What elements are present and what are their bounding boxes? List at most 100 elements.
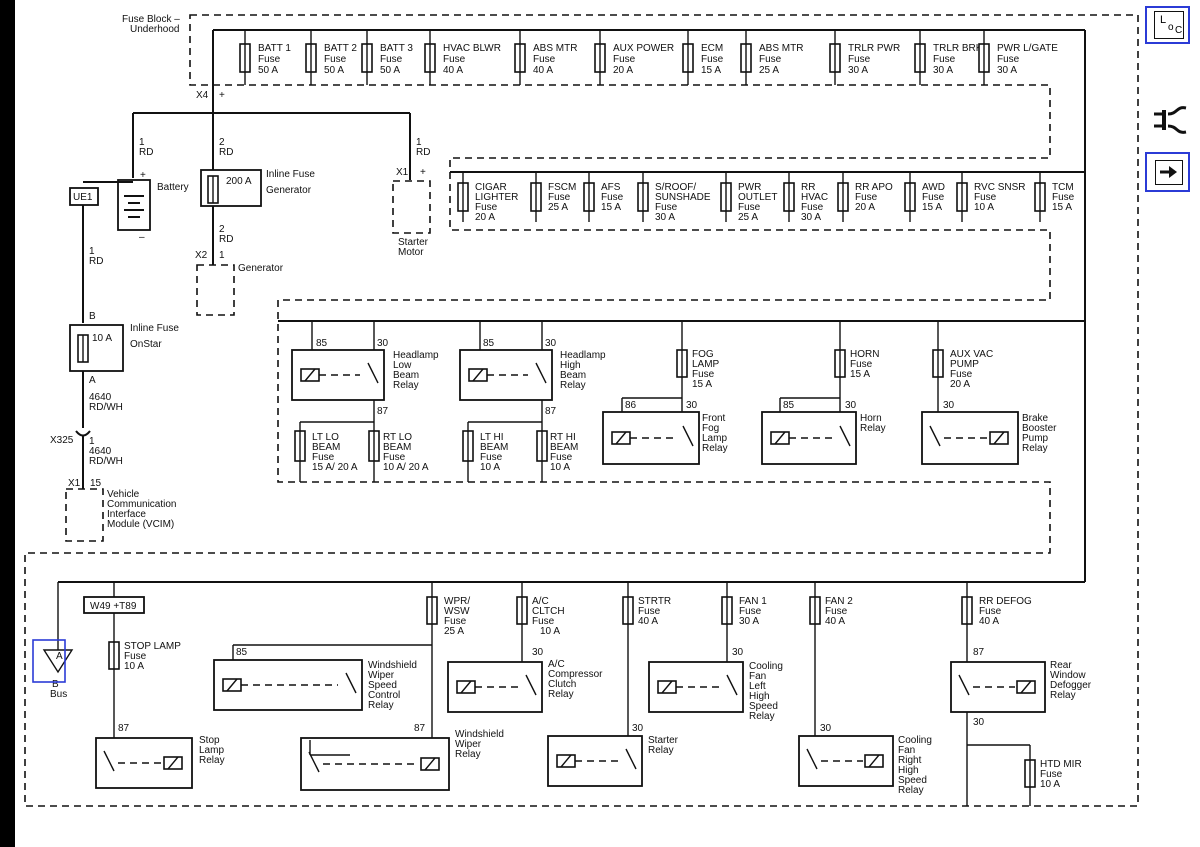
pin-87: 87 bbox=[377, 406, 389, 417]
fuse-type: Fuse bbox=[533, 54, 556, 65]
horn-relay[interactable] bbox=[761, 411, 857, 465]
fuse-type: Fuse bbox=[848, 54, 871, 65]
wiper-relay-label: Wiper bbox=[455, 739, 482, 750]
windshield-wiper-speed-control-relay[interactable] bbox=[213, 659, 363, 711]
fuse-name: HVAC BLWR bbox=[443, 43, 501, 54]
w49-connector: W49 +T89 bbox=[90, 601, 137, 612]
rt-hi-fuse: BEAM bbox=[550, 442, 578, 453]
vcim-label: Vehicle bbox=[107, 489, 140, 500]
fan-1-fuse: FAN 1 bbox=[739, 596, 767, 607]
pin-30: 30 bbox=[820, 723, 832, 734]
fan-1-relay-label: High bbox=[749, 691, 770, 702]
x4-plus: + bbox=[219, 90, 225, 101]
wpr-wsw-fuse: Fuse bbox=[444, 616, 467, 627]
starter-wire: RD bbox=[416, 147, 430, 158]
lt-hi-rating: 10 A bbox=[480, 462, 500, 473]
fuse-rating: 25 A bbox=[738, 212, 758, 223]
stop-lamp-relay-label: Lamp bbox=[199, 745, 224, 756]
front-fog-lamp-relay[interactable] bbox=[602, 411, 700, 465]
windshield-wiper-relay[interactable] bbox=[300, 737, 450, 791]
onstar-wire: 1 bbox=[89, 246, 95, 257]
ac-compressor-clutch-relay[interactable] bbox=[447, 661, 543, 713]
main-bus bbox=[58, 29, 1086, 583]
fuse-rating: 15 A bbox=[601, 202, 621, 213]
pin-30: 30 bbox=[686, 400, 698, 411]
pin-87: 87 bbox=[545, 406, 557, 417]
fan-1-relay-label: Speed bbox=[749, 701, 778, 712]
wire-4640-b: RD/WH bbox=[89, 456, 123, 467]
battery-plus: + bbox=[140, 170, 146, 181]
cooling-fan-right-high-speed-relay[interactable] bbox=[798, 735, 894, 787]
connector-tool-icon bbox=[1154, 106, 1187, 134]
fan-2-fuse: FAN 2 bbox=[825, 596, 853, 607]
left-black-margin bbox=[0, 0, 15, 847]
fuse-type: Fuse bbox=[475, 202, 498, 213]
starter-wire: 1 bbox=[416, 137, 422, 148]
aux-vac-fuse: AUX VAC bbox=[950, 349, 993, 360]
fuse-type: Fuse bbox=[601, 192, 624, 203]
wsw-speed-label: Relay bbox=[368, 700, 394, 711]
headlamp-high-beam-relay[interactable] bbox=[459, 349, 553, 401]
stop-lamp-relay[interactable] bbox=[95, 737, 193, 789]
generator-inline-rating: 200 A bbox=[226, 176, 252, 187]
fan-2-relay-label: Right bbox=[898, 755, 922, 766]
brake-booster-pump-relay[interactable] bbox=[921, 411, 1019, 465]
headlamp-low-beam-relay[interactable] bbox=[291, 349, 385, 401]
stop-lamp-fuse: STOP LAMP bbox=[124, 641, 181, 652]
fog-fuse: LAMP bbox=[692, 359, 720, 370]
cooling-fan-left-high-speed-relay[interactable] bbox=[648, 661, 744, 713]
wsw-speed-label: Windshield bbox=[368, 660, 417, 671]
pin-30: 30 bbox=[632, 723, 644, 734]
location-button[interactable]: L o C bbox=[1145, 6, 1190, 44]
onstar-rating: 10 A bbox=[92, 333, 112, 344]
lt-hi-fuse: LT HI bbox=[480, 432, 504, 443]
fan-2-rating: 40 A bbox=[825, 616, 845, 627]
pin-85: 85 bbox=[316, 338, 328, 349]
fuse-rating: 20 A bbox=[613, 65, 633, 76]
next-page-button[interactable] bbox=[1145, 152, 1190, 192]
fuse-type: Fuse bbox=[922, 192, 945, 203]
fuse-rating: 20 A bbox=[855, 202, 875, 213]
vcim-label: Interface bbox=[107, 509, 146, 520]
ac-clutch-fuse: CLTCH bbox=[532, 606, 565, 617]
fuse-block-boundary: Fuse Block –Underhood bbox=[24, 14, 1139, 807]
fuse-name: RR bbox=[801, 182, 815, 193]
fuse-name: OUTLET bbox=[738, 192, 777, 203]
wpr-rating: 25 A bbox=[444, 626, 464, 637]
fuse-block-title-2: Underhood bbox=[130, 24, 179, 35]
fuse-type: Fuse bbox=[258, 54, 281, 65]
fuse-type: Fuse bbox=[324, 54, 347, 65]
pin-85: 85 bbox=[483, 338, 495, 349]
location-icon-l: L bbox=[1160, 14, 1167, 26]
connector-tool-button[interactable] bbox=[1150, 100, 1190, 140]
fuse-type: Fuse bbox=[997, 54, 1020, 65]
rear-window-defogger-relay[interactable] bbox=[950, 661, 1046, 713]
vcim-label: Module (VCIM) bbox=[107, 519, 174, 530]
starter-relay[interactable] bbox=[547, 735, 643, 787]
fuse-rating: 15 A bbox=[701, 65, 721, 76]
